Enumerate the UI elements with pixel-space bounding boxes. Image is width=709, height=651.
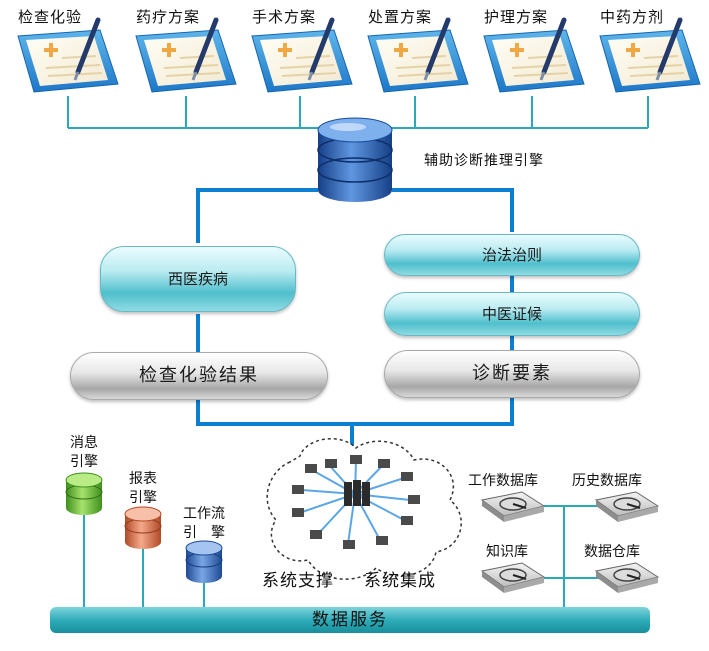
clipboard-icon bbox=[17, 17, 119, 93]
clipboard-icon bbox=[135, 17, 237, 93]
clipboard-icon bbox=[251, 17, 353, 93]
knowledge-base-label: 知识库 bbox=[486, 544, 528, 560]
workflow-engine-database-icon bbox=[185, 540, 223, 583]
message-engine-database-icon bbox=[65, 472, 103, 515]
workflow-engine-label: 工作流 引 擎 bbox=[176, 505, 232, 543]
diagnosis-elements-box: 诊断要素 bbox=[384, 350, 640, 398]
workflow-engine-label-line1: 工作流 bbox=[183, 506, 225, 522]
western-disease-box: 西医疾病 bbox=[100, 246, 296, 312]
engine-database-icon bbox=[317, 117, 393, 202]
message-engine-label-line2: 引擎 bbox=[70, 454, 98, 470]
clipboard-icon bbox=[483, 17, 585, 93]
work-database-icon bbox=[480, 491, 546, 522]
clipboard-icon bbox=[367, 17, 469, 93]
exam-results-box: 检查化验结果 bbox=[70, 352, 328, 400]
data-service-bar: 数据服务 bbox=[50, 607, 650, 633]
system-integration-label: 系统集成 bbox=[364, 571, 436, 591]
system-support-label: 系统支撑 bbox=[262, 571, 334, 591]
message-engine-label-line1: 消息 bbox=[70, 435, 98, 451]
history-database-label: 历史数据库 bbox=[572, 473, 642, 489]
plan-label-exam: 检查化验 bbox=[17, 8, 82, 26]
report-engine-database-icon bbox=[124, 506, 162, 549]
knowledge-database-icon bbox=[480, 562, 546, 593]
plan-label-tcm-prescription: 中药方剂 bbox=[599, 8, 664, 26]
workflow-engine-label-line2: 引 擎 bbox=[183, 525, 225, 541]
network-hub-icon bbox=[292, 455, 420, 549]
report-engine-label: 报表 引擎 bbox=[123, 470, 163, 508]
plan-label-nursing: 护理方案 bbox=[483, 8, 548, 26]
report-engine-label-line1: 报表 bbox=[129, 471, 157, 487]
clipboard-icons bbox=[17, 17, 701, 93]
engine-label: 辅助诊断推理引擎 bbox=[424, 153, 544, 169]
history-database-icon bbox=[594, 491, 660, 522]
message-engine-label: 消息 引擎 bbox=[64, 434, 104, 472]
tcm-syndrome-box: 中医证候 bbox=[384, 292, 640, 336]
treatment-principle-box: 治法治则 bbox=[384, 234, 640, 276]
plan-label-medication: 药疗方案 bbox=[135, 8, 200, 26]
plan-label-surgery: 手术方案 bbox=[251, 8, 316, 26]
data-warehouse-icon bbox=[594, 562, 660, 593]
data-warehouse-label: 数据仓库 bbox=[584, 544, 640, 560]
report-engine-label-line2: 引擎 bbox=[129, 490, 157, 506]
plan-label-disposal: 处置方案 bbox=[367, 8, 432, 26]
work-database-label: 工作数据库 bbox=[468, 473, 538, 489]
clipboard-icon bbox=[599, 17, 701, 93]
